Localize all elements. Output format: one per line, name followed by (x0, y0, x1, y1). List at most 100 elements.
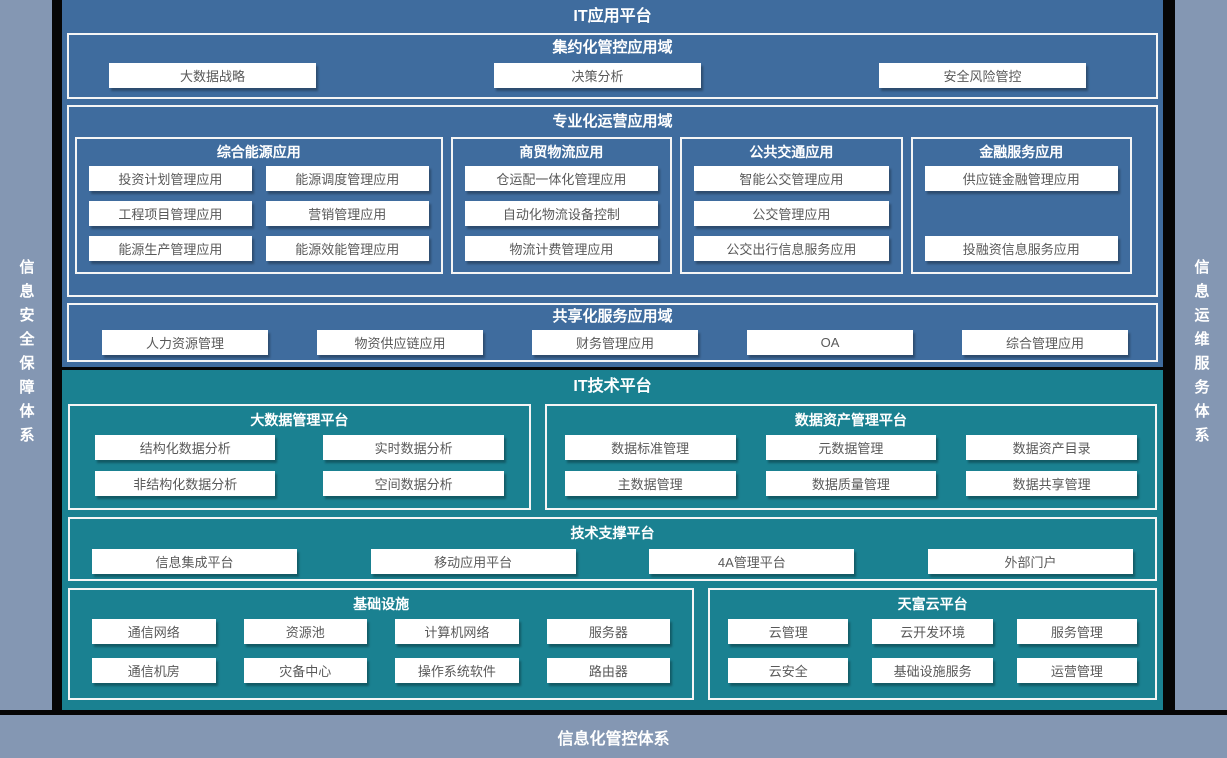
infrastructure-group-title: 基础设施 (353, 596, 410, 612)
energy-group-items: 投资计划管理应用 能源调度管理应用 工程项目管理应用 营销管理应用 能源生产管理… (77, 166, 441, 261)
app-box-oa: OA (747, 330, 913, 355)
app-box-investment-plan: 投资计划管理应用 (89, 166, 252, 191)
tech-box-computer-network: 计算机网络 (395, 619, 519, 644)
tech-support-items: 信息集成平台 移动应用平台 4A管理平台 外部门户 (70, 548, 1155, 574)
app-box-smart-bus: 智能公交管理应用 (694, 166, 889, 191)
tech-box-comm-network: 通信网络 (92, 619, 216, 644)
data-asset-platform-group: 数据资产管理平台 数据标准管理 元数据管理 数据资产目录 主数据管理 数据质量管… (544, 404, 1157, 510)
bigdata-group-items: 结构化数据分析 实时数据分析 非结构化数据分析 空间数据分析 (70, 435, 529, 496)
tech-box-os-software: 操作系统软件 (395, 658, 519, 683)
energy-application-group: 综合能源应用 投资计划管理应用 能源调度管理应用 工程项目管理应用 营销管理应用… (75, 137, 443, 274)
left-frame-label: 信息安全保障体系 (17, 259, 35, 451)
tech-box-data-sharing: 数据共享管理 (966, 471, 1137, 496)
infrastructure-group: 基础设施 通信网络 资源池 计算机网络 服务器 通信机房 灾备中心 操作系统软件… (68, 588, 695, 700)
app-box-warehouse-integration: 仓运配一体化管理应用 (464, 166, 659, 191)
tech-box-infra-service: 基础设施服务 (872, 658, 993, 683)
app-box-logistics-billing: 物流计费管理应用 (464, 236, 659, 261)
app-box-hr: 人力资源管理 (102, 330, 268, 355)
logistics-group-items: 仓运配一体化管理应用 自动化物流设备控制 物流计费管理应用 (453, 166, 670, 261)
app-box-finance-mgmt: 财务管理应用 (532, 330, 698, 355)
app-box-supplychain-finance: 供应链金融管理应用 (924, 166, 1119, 191)
logistics-group-title: 商贸物流应用 (519, 144, 604, 160)
logistics-application-group: 商贸物流应用 仓运配一体化管理应用 自动化物流设备控制 物流计费管理应用 (450, 137, 673, 274)
tech-box-cloud-mgmt: 云管理 (728, 619, 849, 644)
diagram-content: IT应用平台 集约化管控应用域 大数据战略 决策分析 安全风险管控 专业化运营应… (62, 0, 1163, 710)
transport-group-title: 公共交通应用 (749, 144, 834, 160)
shared-service-domain: 共享化服务应用域 人力资源管理 物资供应链应用 财务管理应用 OA 综合管理应用 (67, 303, 1158, 362)
tech-box-realtime-analysis: 实时数据分析 (323, 435, 504, 460)
app-box-energy-production: 能源生产管理应用 (89, 236, 252, 261)
right-frame-bar: 信息运维服务体系 (1175, 0, 1227, 710)
app-box-energy-efficiency: 能源效能管理应用 (265, 236, 429, 261)
main-row: 信息安全保障体系 IT应用平台 集约化管控应用域 大数据战略 决策分析 安全风险… (0, 0, 1227, 710)
tianfu-cloud-group: 天富云平台 云管理 云开发环境 服务管理 云安全 基础设施服务 运营管理 (708, 588, 1157, 700)
app-box-energy-dispatch: 能源调度管理应用 (265, 166, 429, 191)
finance-group-title: 金融服务应用 (979, 144, 1064, 160)
bigdata-group-title: 大数据管理平台 (250, 412, 349, 428)
tech-box-service-mgmt: 服务管理 (1016, 619, 1137, 644)
tech-box-unstructured-analysis: 非结构化数据分析 (95, 471, 276, 496)
tech-box-structured-analysis: 结构化数据分析 (95, 435, 276, 460)
left-frame-bar: 信息安全保障体系 (0, 0, 52, 710)
finance-group-items: 供应链金融管理应用 投融资信息服务应用 (913, 166, 1130, 261)
tech-box-mobile-platform: 移动应用平台 (370, 549, 576, 574)
tech-box-comm-room: 通信机房 (92, 658, 216, 683)
tech-box-resource-pool: 资源池 (243, 619, 368, 644)
app-box-bus-mgmt: 公交管理应用 (694, 201, 889, 226)
it-tech-platform-panel: IT技术平台 大数据管理平台 结构化数据分析 实时数据分析 非结构化数据分析 空… (62, 370, 1163, 710)
app-box-decision-analysis: 决策分析 (494, 63, 701, 88)
data-asset-group-title: 数据资产管理平台 (794, 412, 907, 428)
tech-box-disaster-recovery: 灾备中心 (243, 658, 368, 683)
tech-support-platform-group: 技术支撑平台 信息集成平台 移动应用平台 4A管理平台 外部门户 (68, 517, 1157, 581)
app-box-travel-info-service: 公交出行信息服务应用 (694, 236, 889, 261)
bottom-frame-label: 信息化管控体系 (557, 730, 670, 748)
energy-group-title: 综合能源应用 (216, 144, 301, 160)
it-app-platform-title: IT应用平台 (573, 8, 652, 25)
intensive-control-items: 大数据战略 决策分析 安全风险管控 (69, 61, 1156, 88)
right-frame-label: 信息运维服务体系 (1192, 259, 1210, 451)
tech-row-3: 基础设施 通信网络 资源池 计算机网络 服务器 通信机房 灾备中心 操作系统软件… (68, 588, 1157, 700)
intensive-control-domain: 集约化管控应用域 大数据战略 决策分析 安全风险管控 (67, 33, 1158, 99)
tech-box-external-portal: 外部门户 (927, 549, 1133, 574)
cloud-group-title: 天富云平台 (897, 596, 968, 612)
app-box-material-supplychain: 物资供应链应用 (317, 330, 483, 355)
tech-box-info-integration: 信息集成平台 (92, 549, 297, 574)
public-transport-group: 公共交通应用 智能公交管理应用 公交管理应用 公交出行信息服务应用 (680, 137, 903, 274)
specialized-operation-domain-title: 专业化运营应用域 (552, 113, 673, 130)
tech-box-cloud-dev-env: 云开发环境 (872, 619, 993, 644)
financial-service-group: 金融服务应用 供应链金融管理应用 投融资信息服务应用 (910, 137, 1133, 274)
it-tech-platform-title: IT技术平台 (573, 378, 652, 395)
tech-box-server: 服务器 (546, 619, 671, 644)
tech-box-master-data: 主数据管理 (564, 471, 736, 496)
tech-box-operation-mgmt: 运营管理 (1016, 658, 1137, 683)
tech-box-data-quality: 数据质量管理 (765, 471, 937, 496)
shared-service-domain-title: 共享化服务应用域 (552, 308, 673, 325)
tech-box-data-catalog: 数据资产目录 (966, 435, 1137, 460)
app-box-marketing-mgmt: 营销管理应用 (265, 201, 429, 226)
app-box-automated-logistics: 自动化物流设备控制 (464, 201, 659, 226)
bottom-frame-bar: 信息化管控体系 (0, 710, 1227, 758)
tech-box-cloud-security: 云安全 (728, 658, 849, 683)
specialized-groups: 综合能源应用 投资计划管理应用 能源调度管理应用 工程项目管理应用 营销管理应用… (69, 137, 1156, 282)
bigdata-platform-group: 大数据管理平台 结构化数据分析 实时数据分析 非结构化数据分析 空间数据分析 (68, 404, 531, 510)
app-box-project-mgmt: 工程项目管理应用 (89, 201, 252, 226)
infrastructure-items: 通信网络 资源池 计算机网络 服务器 通信机房 灾备中心 操作系统软件 路由器 (70, 619, 692, 683)
cloud-group-items: 云管理 云开发环境 服务管理 云安全 基础设施服务 运营管理 (710, 619, 1155, 683)
tech-row-1: 大数据管理平台 结构化数据分析 实时数据分析 非结构化数据分析 空间数据分析 数… (68, 404, 1157, 510)
tech-box-spatial-analysis: 空间数据分析 (323, 471, 504, 496)
intensive-control-domain-title: 集约化管控应用域 (552, 39, 673, 56)
data-asset-group-items: 数据标准管理 元数据管理 数据资产目录 主数据管理 数据质量管理 数据共享管理 (547, 435, 1155, 496)
app-box-general-mgmt: 综合管理应用 (962, 330, 1128, 355)
tech-box-metadata: 元数据管理 (765, 435, 937, 460)
app-box-bigdata-strategy: 大数据战略 (109, 63, 316, 88)
tech-box-router: 路由器 (546, 658, 671, 683)
tech-box-4a-mgmt: 4A管理平台 (649, 549, 855, 574)
app-box-security-risk: 安全风险管控 (879, 63, 1086, 88)
shared-service-items: 人力资源管理 物资供应链应用 财务管理应用 OA 综合管理应用 (69, 329, 1156, 355)
tech-support-group-title: 技术支撑平台 (570, 525, 655, 541)
app-box-investment-info-service: 投融资信息服务应用 (924, 236, 1119, 261)
specialized-operation-domain: 专业化运营应用域 综合能源应用 投资计划管理应用 能源调度管理应用 工程项目管理… (67, 105, 1158, 297)
transport-group-items: 智能公交管理应用 公交管理应用 公交出行信息服务应用 (682, 166, 901, 261)
it-app-platform-panel: IT应用平台 集约化管控应用域 大数据战略 决策分析 安全风险管控 专业化运营应… (62, 0, 1163, 367)
